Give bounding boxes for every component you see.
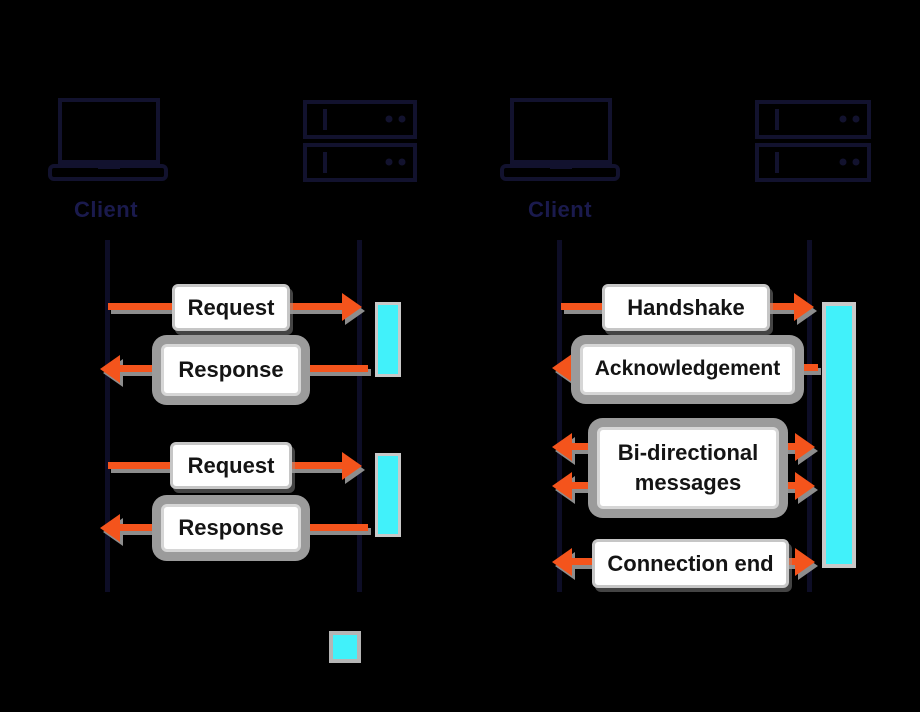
arrowhead-right-icon <box>342 452 362 480</box>
connection-open-swatch <box>329 631 361 663</box>
arrowhead-right-icon <box>795 433 815 461</box>
server-lifeline <box>357 240 362 592</box>
arrowhead-left-icon <box>100 355 120 383</box>
arrowhead-right-icon <box>342 293 362 321</box>
client-label: Client <box>527 197 593 222</box>
arrowhead-left-icon <box>552 472 572 500</box>
connection-open-bar <box>375 302 401 377</box>
server-lifeline <box>807 240 812 592</box>
client-label: Client <box>73 197 139 222</box>
client-lifeline <box>557 240 562 592</box>
arrowhead-right-icon <box>795 472 815 500</box>
server-icon <box>755 100 871 184</box>
connection-open-bar <box>375 453 401 537</box>
server-icon <box>303 100 417 184</box>
arrowhead-right-icon <box>794 293 814 321</box>
laptop-icon <box>498 94 622 186</box>
arrowhead-right-icon <box>795 548 815 576</box>
arrowhead-left-icon <box>552 548 572 576</box>
message-box-acknowledgement: Acknowledgement <box>580 344 795 395</box>
message-box-response: Response <box>161 504 301 552</box>
message-box-response: Response <box>161 344 301 396</box>
connection-open-bar <box>822 302 856 568</box>
arrowhead-left-icon <box>552 354 572 382</box>
message-box-request: Request <box>170 442 292 489</box>
message-box-connection-end: Connection end <box>592 539 789 588</box>
arrowhead-left-icon <box>552 433 572 461</box>
client-lifeline <box>105 240 110 592</box>
arrowhead-left-icon <box>100 514 120 542</box>
laptop-icon <box>46 94 170 186</box>
message-box-handshake: Handshake <box>602 284 770 331</box>
message-box-request: Request <box>172 284 290 331</box>
message-box-bidirectional: Bi-directional messages <box>597 427 779 509</box>
